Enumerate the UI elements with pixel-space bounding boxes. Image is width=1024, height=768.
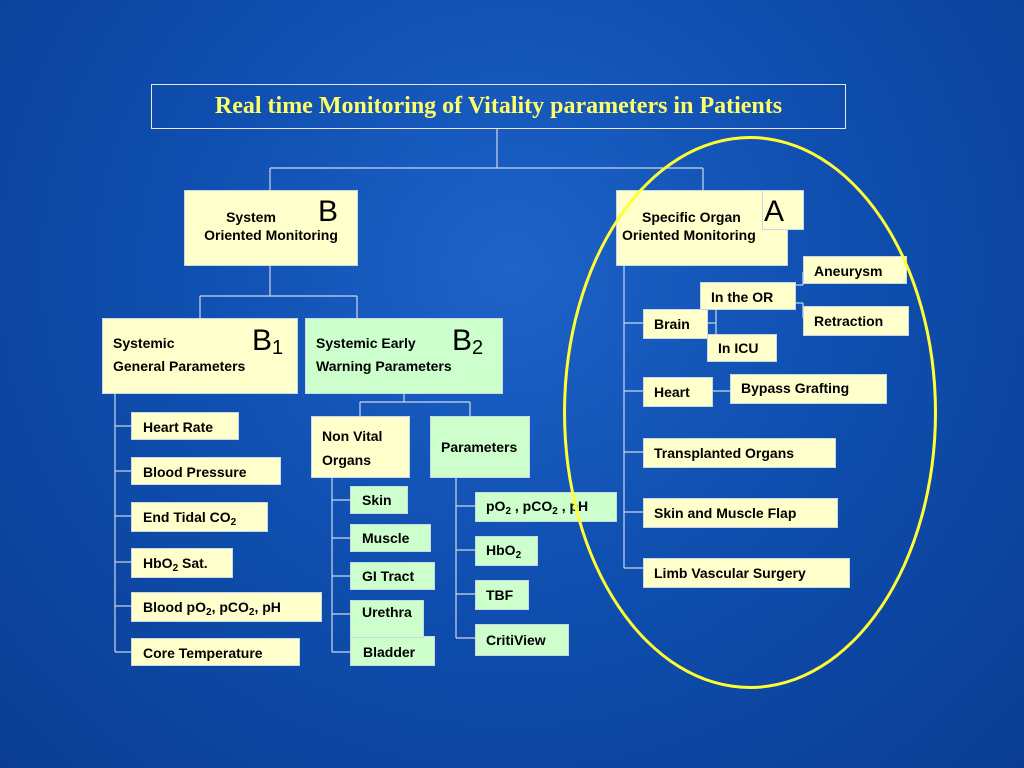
blood-pressure-label: Blood Pressure xyxy=(143,464,247,480)
systemic-general-line2: General Parameters xyxy=(113,358,246,374)
systemic-early-line2: Warning Parameters xyxy=(316,358,452,374)
po2-b-sub: 2 xyxy=(552,506,558,517)
marker-b2-text: B xyxy=(452,324,473,357)
core-temperature-label: Core Temperature xyxy=(143,645,263,661)
urethra-label: Urethra xyxy=(362,604,412,620)
end-tidal-sub: 2 xyxy=(230,517,237,528)
gi-tract-label: GI Tract xyxy=(362,568,415,584)
system-line2: Oriented Monitoring xyxy=(204,227,338,243)
non-vital-line2: Organs xyxy=(322,452,372,468)
blood-po2-b: , pCO xyxy=(211,599,249,615)
marker-b1-sub: 1 xyxy=(272,337,284,359)
po2-a-sub: 2 xyxy=(505,506,512,517)
systemic-general-box: Systemic General Parameters xyxy=(102,318,298,394)
blood-po2-a-sub: 2 xyxy=(206,607,212,618)
marker-b2-sub: 2 xyxy=(472,337,484,359)
muscle-label: Muscle xyxy=(362,530,410,546)
gi-tract-box: GI Tract xyxy=(350,562,435,590)
urethra-box: Urethra xyxy=(350,600,424,638)
highlight-ellipse xyxy=(563,136,937,689)
critiview-box: CritiView xyxy=(475,624,569,656)
parameters-label: Parameters xyxy=(441,439,518,455)
hbo2-sat-pre: HbO xyxy=(143,555,173,571)
bladder-box: Bladder xyxy=(350,636,435,666)
hbo2-sat-post: Sat. xyxy=(178,555,208,571)
core-temperature-box: Core Temperature xyxy=(131,638,300,666)
system-oriented-box: System Oriented Monitoring xyxy=(184,190,358,266)
marker-b1: B1 xyxy=(252,326,283,363)
heart-rate-label: Heart Rate xyxy=(143,419,214,435)
end-tidal-label: End Tidal CO xyxy=(143,509,231,525)
tbf-label: TBF xyxy=(486,587,514,603)
blood-po2-a: Blood pO xyxy=(143,599,206,615)
non-vital-line1: Non Vital xyxy=(322,428,383,444)
non-vital-organs-box: Non Vital Organs xyxy=(311,416,410,478)
hbo2-sat-sub: 2 xyxy=(172,563,179,574)
chart-title: Real time Monitoring of Vitality paramet… xyxy=(151,84,846,129)
critiview-label: CritiView xyxy=(486,632,546,648)
blood-po2-c: , pH xyxy=(254,599,281,615)
param-hbo2-box: HbO2 xyxy=(475,536,538,566)
marker-b-text: B xyxy=(318,195,339,228)
hbo2-sat-box: HbO2 Sat. xyxy=(131,548,233,578)
muscle-box: Muscle xyxy=(350,524,431,552)
bladder-label: Bladder xyxy=(363,644,416,660)
tbf-box: TBF xyxy=(475,580,529,610)
po2-b: , pCO xyxy=(511,498,553,514)
marker-b1-text: B xyxy=(252,324,273,357)
systemic-general-line1: Systemic xyxy=(113,335,175,351)
parameters-box: Parameters xyxy=(430,416,530,478)
end-tidal-co2-box: End Tidal CO2 xyxy=(131,502,268,532)
blood-po2-box: Blood pO2, pCO2, pH xyxy=(131,592,322,622)
param-hbo2-sub: 2 xyxy=(515,550,522,561)
param-hbo2-a: HbO xyxy=(486,542,516,558)
marker-b2: B2 xyxy=(452,326,483,363)
systemic-early-box: Systemic Early Warning Parameters xyxy=(305,318,503,394)
blood-pressure-box: Blood Pressure xyxy=(131,457,281,485)
heart-rate-box: Heart Rate xyxy=(131,412,239,440)
po2-a: pO xyxy=(486,498,506,514)
blood-po2-b-sub: 2 xyxy=(248,607,255,618)
systemic-early-line1: Systemic Early xyxy=(316,335,416,351)
skin-label: Skin xyxy=(362,492,392,508)
system-line1: System xyxy=(226,209,276,225)
marker-b: B xyxy=(318,197,338,227)
skin-box: Skin xyxy=(350,486,408,514)
